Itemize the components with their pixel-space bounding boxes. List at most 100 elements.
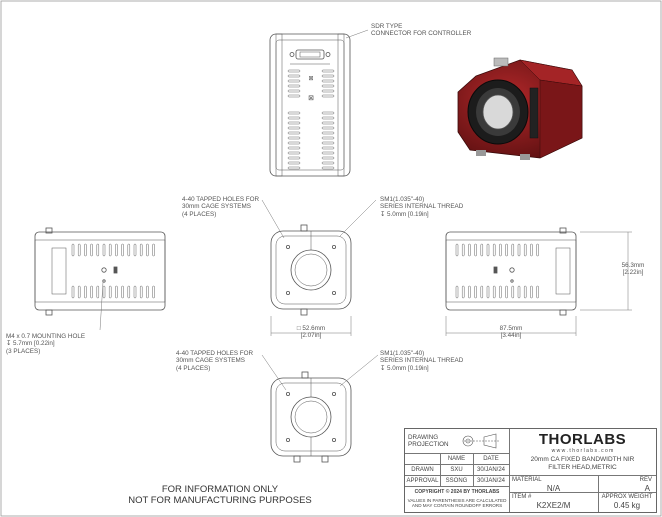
rib	[321, 126, 335, 130]
rib	[321, 74, 335, 78]
rib	[321, 166, 335, 170]
rib	[139, 243, 143, 257]
description-line: 20mm CA FIXED BANDWIDTH NIR	[530, 456, 635, 463]
approval-name: SSONG	[445, 478, 468, 484]
item-label: ITEM #	[512, 494, 532, 500]
dimension-height: 56.3mm [2.22in]	[608, 262, 658, 277]
rib	[321, 89, 335, 93]
rib	[455, 243, 459, 257]
drawn-label: DRAWN	[411, 467, 434, 473]
left-side-ribs	[71, 243, 155, 299]
note-line: ↧ 5.0mm [0.19in]	[380, 364, 429, 372]
rib	[108, 243, 112, 257]
rib	[321, 131, 335, 135]
dimension-in: [2.22in]	[622, 269, 644, 277]
rib	[152, 285, 155, 299]
rib	[321, 84, 335, 88]
weight-value: 0.45 kg	[613, 501, 641, 510]
rib	[127, 285, 131, 299]
rib	[71, 285, 75, 299]
front-view	[270, 224, 352, 316]
rib	[321, 146, 335, 150]
rib	[321, 94, 335, 98]
rib	[287, 94, 301, 98]
rib	[474, 243, 477, 257]
note-mounting-hole: M4 x 0.7 MOUNTING HOLE ↧ 5.7mm [0.22in] …	[6, 333, 85, 355]
rib	[523, 243, 527, 257]
material-label: MATERIAL	[512, 477, 542, 483]
svg-text:⊠: ⊠	[308, 76, 313, 82]
rib	[115, 243, 118, 257]
rib	[287, 89, 301, 93]
dimension-mm: 56.3mm	[621, 262, 645, 269]
date-header: DATE	[483, 456, 499, 462]
rib	[96, 243, 100, 257]
tolerance-line: AND MAY CONTAIN ROUNDOFF ERRORS	[411, 503, 503, 509]
rib	[486, 243, 490, 257]
rib	[108, 285, 112, 299]
rib	[287, 156, 301, 160]
rib	[287, 79, 301, 83]
rib	[321, 79, 335, 83]
approval-label: APPROVAL	[406, 478, 439, 484]
rib	[511, 285, 515, 299]
rib	[287, 151, 301, 155]
rib	[461, 243, 465, 257]
thorlabs-logo: THORLABS	[538, 431, 627, 448]
divider	[509, 475, 656, 476]
dimension-width: □ 52.6mm [2.07in]	[281, 325, 341, 340]
rib	[71, 243, 75, 257]
rib	[505, 285, 508, 299]
rib	[121, 285, 124, 299]
rib	[287, 69, 301, 73]
rib	[121, 243, 124, 257]
rib	[287, 166, 301, 170]
dimension-lines	[270, 231, 632, 336]
projection-symbol	[462, 433, 500, 449]
rib	[287, 74, 301, 78]
rib	[84, 285, 87, 299]
rev-value: A	[644, 484, 650, 493]
divider	[405, 475, 509, 476]
rib	[536, 243, 539, 257]
rib	[480, 243, 484, 257]
rib	[499, 285, 502, 299]
rib	[77, 285, 81, 299]
dimension-mm: 87.5mm	[499, 325, 523, 332]
rib	[321, 141, 335, 145]
rib	[90, 243, 93, 257]
rib	[468, 285, 471, 299]
rib	[492, 243, 496, 257]
divider	[405, 486, 509, 487]
top-view: ⊠ ⊠	[269, 33, 351, 177]
rib	[287, 121, 301, 125]
note-line: SERIES INTERNAL THREAD	[380, 203, 464, 211]
rib	[133, 285, 137, 299]
rib	[321, 69, 335, 73]
left-side-view	[34, 227, 166, 316]
rib	[133, 243, 137, 257]
copyright: COPYRIGHT © 2024 BY THORLABS	[414, 489, 500, 495]
note-line: 4-40 TAPPED HOLES FOR	[176, 350, 254, 357]
dimension-length: 87.5mm [3.44in]	[481, 325, 541, 340]
rib	[146, 285, 149, 299]
rib	[461, 285, 465, 299]
rib	[321, 161, 335, 165]
note-line: SDR TYPE	[371, 23, 403, 30]
rib	[321, 151, 335, 155]
leader-lines	[99, 29, 379, 391]
divider	[509, 492, 656, 493]
rib	[321, 111, 335, 115]
rev-label: REV	[639, 477, 652, 483]
rib	[102, 243, 106, 257]
rib	[287, 141, 301, 145]
note-line: 4-40 TAPPED HOLES FOR	[182, 196, 260, 203]
dimension-in: [2.07in]	[300, 332, 322, 340]
rib	[536, 285, 539, 299]
tolerance-note: VALUES IN PARENTHESIS ARE CALCULATED AND…	[405, 498, 509, 508]
bottom-front-view	[270, 371, 352, 463]
weight-label: APPROX WEIGHT	[601, 494, 653, 500]
rib	[152, 243, 155, 257]
rib	[90, 285, 93, 299]
